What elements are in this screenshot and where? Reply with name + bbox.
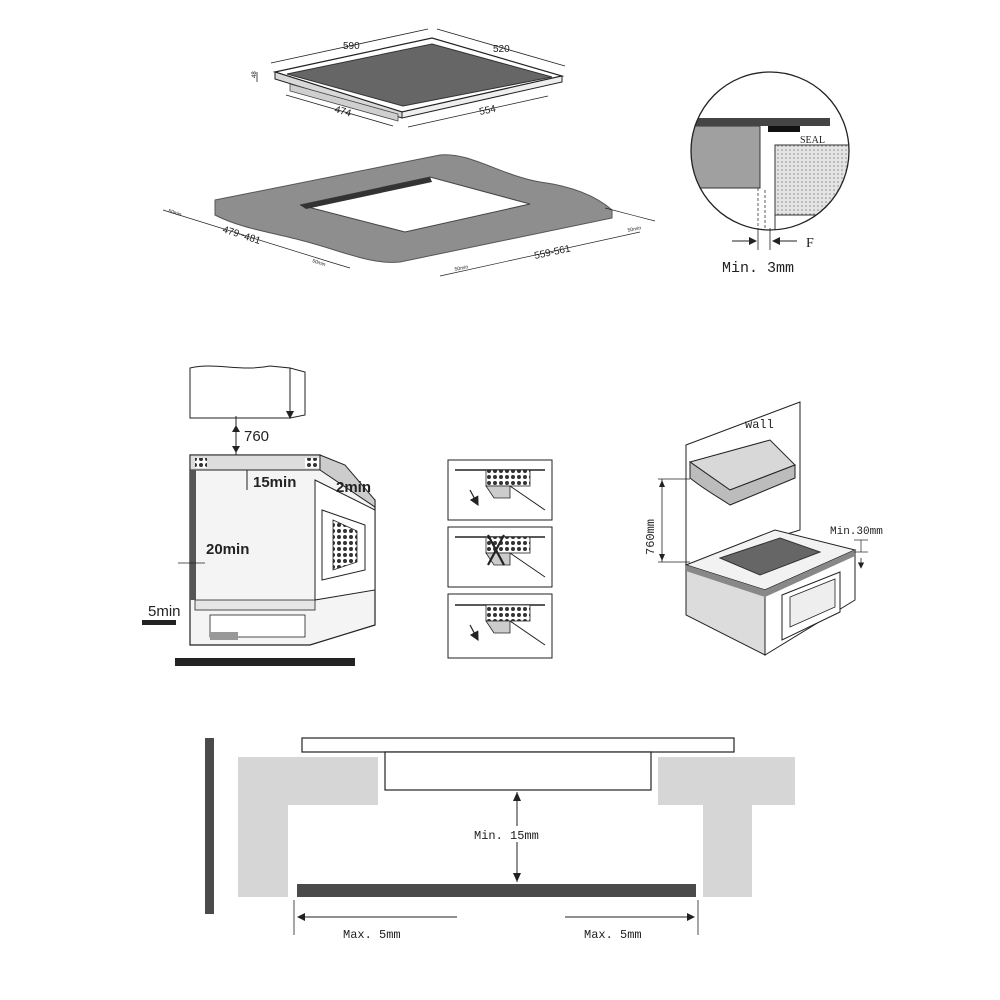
clip-panel-correct-bottom: [447, 593, 553, 659]
seal-label: SEAL: [800, 135, 825, 146]
hob-inner-depth-label: 474: [333, 104, 352, 119]
clearance-above-label: 760: [244, 428, 269, 445]
wall-height-label: 760mm: [644, 519, 658, 555]
min-3mm-label: Min. 3mm: [722, 260, 794, 277]
cutout-front-min-right-label: 50min: [454, 264, 469, 273]
hob-dimension-drawing: 590 520 48 474 554: [252, 28, 566, 128]
clearance-oven-gap-label: 2min: [336, 479, 371, 496]
section-max-right-label: Max. 5mm: [584, 928, 642, 942]
wall-hood-view: wall 760mm Min.30mm: [644, 401, 883, 656]
hob-depth-label: 520: [493, 44, 510, 55]
clearance-under-hob-label: 15min: [253, 474, 296, 491]
clearance-back-label: 5min: [148, 603, 181, 620]
cabinet-clearance-illustration: 760 15min 2min 20min 5min: [142, 365, 376, 666]
wall-min-label: Min.30mm: [830, 526, 883, 538]
section-min-label: Min. 15mm: [474, 829, 539, 843]
hob-height-label: 48: [252, 71, 258, 78]
cutout-width-label: 559-561: [533, 243, 572, 261]
section-max-left-label: Max. 5mm: [343, 928, 401, 942]
cutout-drawing: 50min 479~481 50min 50min 559-561 50min: [162, 154, 656, 277]
clip-panel-correct-top: [447, 459, 553, 521]
cross-section: Min. 15mm Max. 5mm Max. 5mm: [205, 737, 795, 942]
hob-width-label: 590: [343, 41, 360, 52]
hob-inner-width-label: 554: [478, 104, 497, 118]
clearance-side-label: 20min: [206, 541, 249, 558]
cutout-left-min-label: 50min: [167, 208, 182, 218]
clip-panel-incorrect: [447, 526, 553, 588]
wall-label: wall: [745, 418, 774, 432]
seal-detail: SEAL F Min. 3mm: [690, 71, 850, 277]
cutout-right-min-label: 50min: [627, 225, 642, 234]
clip-detail-panels: [447, 459, 553, 659]
cutout-front-min-left-label: 50min: [311, 258, 326, 268]
f-label: F: [806, 236, 814, 251]
